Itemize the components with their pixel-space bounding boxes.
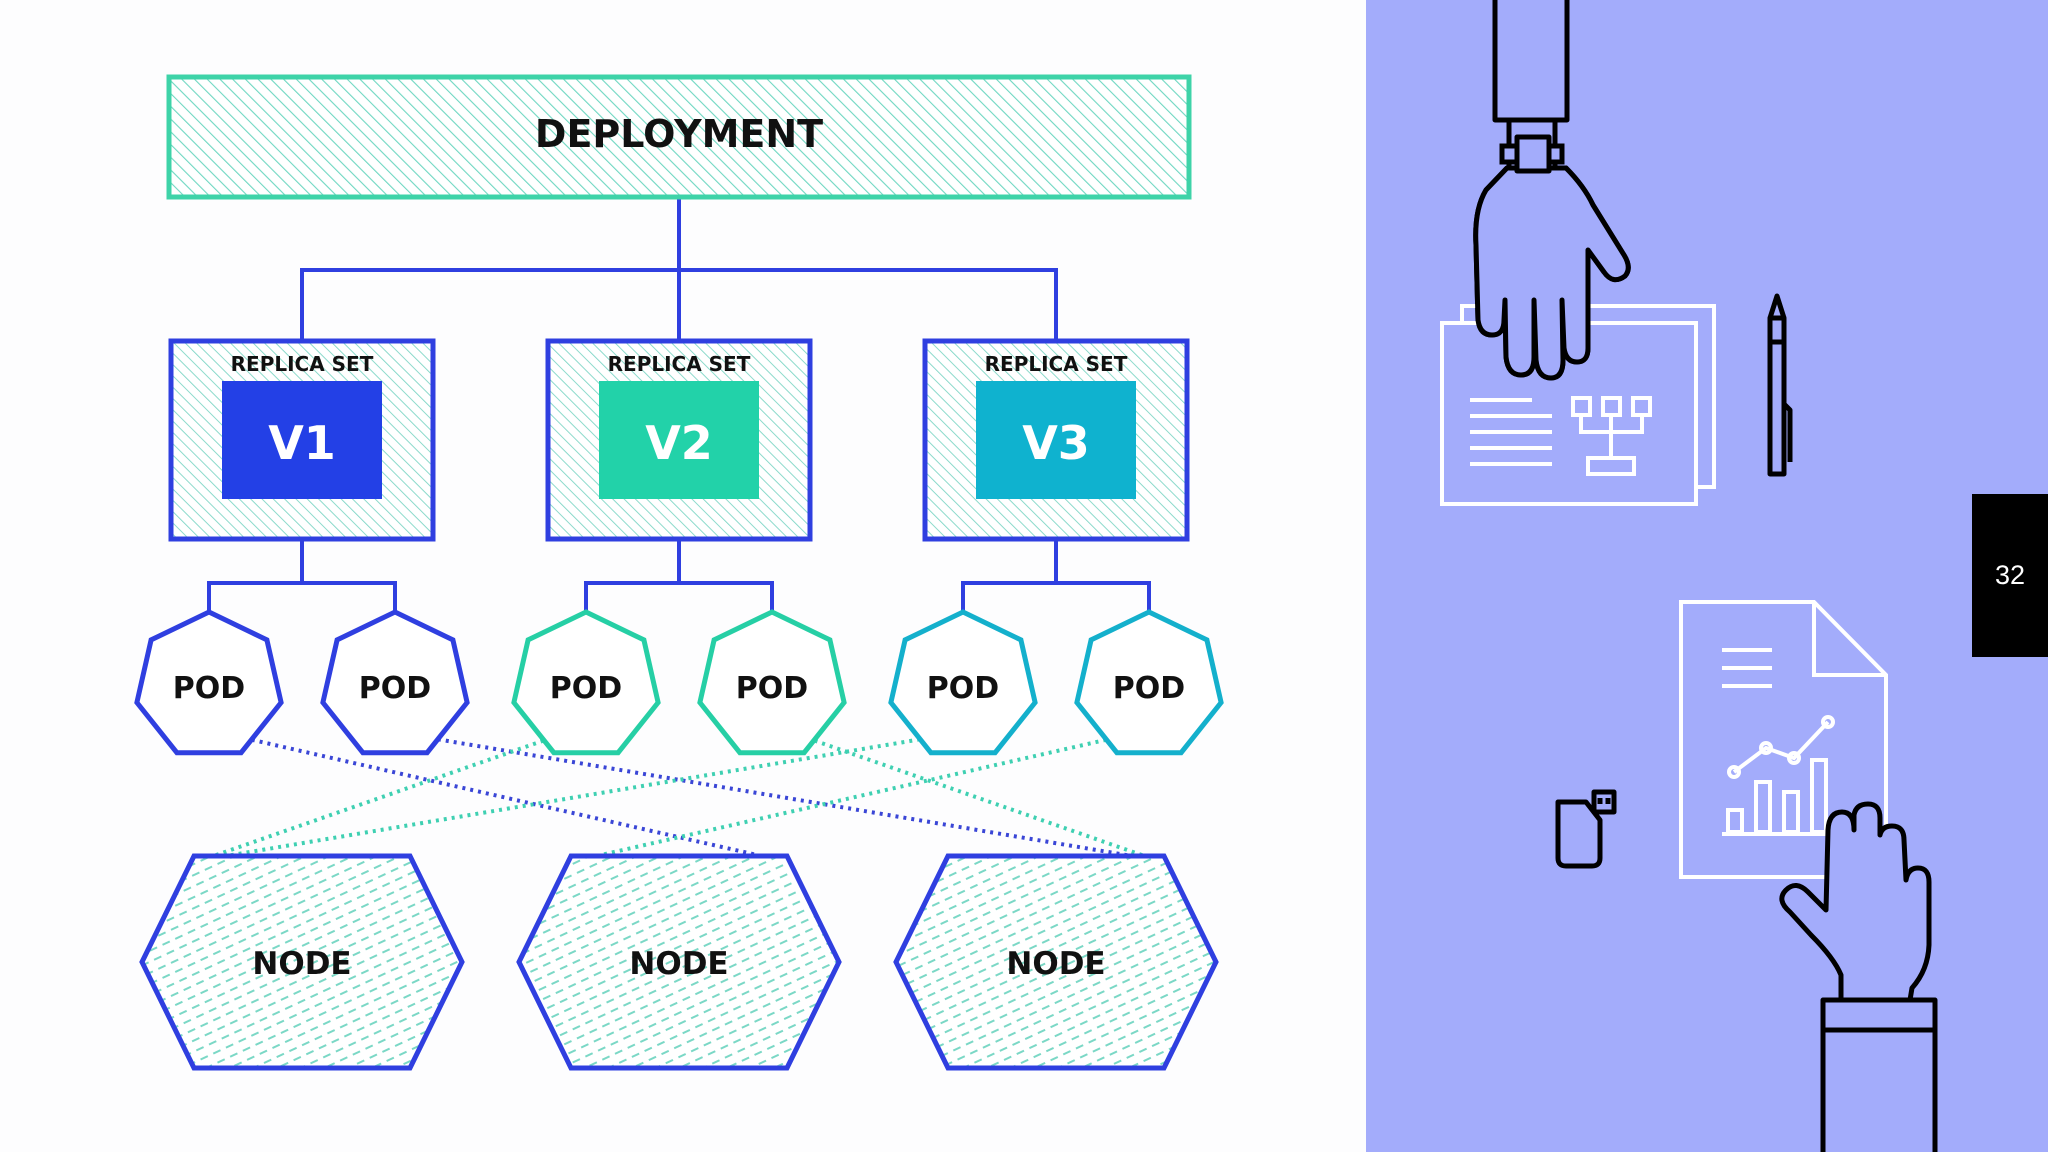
usb-drive-icon [1555,789,1617,869]
node-label: NODE [629,946,728,982]
illustration-panel [1366,0,2048,1157]
replica-set-connector [961,539,1151,632]
pod-node-link [243,736,780,862]
replica-set-caption: REPLICA SET [608,352,751,376]
business-illustration [1440,0,1938,1157]
pod-node-link [201,736,929,862]
pod: POD [888,609,1038,756]
node-label: NODE [1006,946,1105,982]
org-chart-icon [1571,396,1652,476]
page-number: 32 [1972,494,2048,657]
pod-shape [320,609,470,756]
pods: POD POD POD POD POD POD [134,609,1224,756]
pen-icon [1767,293,1793,477]
deployment-label: DEPLOYMENT [535,112,823,156]
node: NODE [139,853,465,1071]
pod-node-link [578,736,1115,862]
replica-set-frame [545,338,813,542]
pod-label: POD [550,671,622,706]
deployment-box: DEPLOYMENT [166,74,1192,200]
pod-shape [511,609,661,756]
replica-sets: REPLICA SET V1 REPLICA SET V2 REPLICA SET V3 [168,338,1190,542]
replica-set-box: REPLICA SET V2 [545,338,813,542]
pod-label: POD [1113,671,1185,706]
pod-label: POD [927,671,999,706]
replica-set-caption: REPLICA SET [985,352,1128,376]
replica-set-caption: REPLICA SET [231,352,374,376]
pod-shape [697,609,847,756]
node-shape [139,853,465,1071]
deployment-connector [300,197,1058,341]
version-box [976,381,1136,499]
pod: POD [320,609,470,756]
nodes: NODE NODE NODE [139,853,1219,1071]
replica-set-box: REPLICA SET V1 [168,338,436,542]
pod-shape [134,609,284,756]
pod: POD [134,609,284,756]
node-label: NODE [252,946,351,982]
version-box [222,381,382,499]
pod: POD [697,609,847,756]
node: NODE [516,853,842,1071]
node-shape [893,853,1219,1071]
pod: POD [511,609,661,756]
line-chart-icon [1727,715,1835,779]
version-label: V3 [1022,416,1090,470]
pod-label: POD [736,671,808,706]
bar-chart-icon [1722,758,1836,836]
pod-label: POD [359,671,431,706]
version-box [599,381,759,499]
report-document-icon [1679,600,1888,879]
node: NODE [893,853,1219,1071]
pod-node-links [201,736,1157,862]
hand-icon [1779,801,1938,1157]
connector-lines [207,197,1151,632]
pod-node-link [201,736,552,862]
folder-document-icon [1440,304,1716,506]
replica-set-box: REPLICA SET V3 [922,338,1190,542]
pod: POD [1074,609,1224,756]
replica-set-connector [207,539,397,632]
pod-label: POD [173,671,245,706]
replica-set-connector [584,539,774,632]
pod-node-link [806,736,1157,862]
version-label: V1 [268,416,336,470]
pod-node-link [429,736,1157,862]
hand-icon [1473,117,1631,381]
pod-shape [888,609,1038,756]
pod-shape [1074,609,1224,756]
version-label: V2 [645,416,713,470]
node-shape [516,853,842,1071]
